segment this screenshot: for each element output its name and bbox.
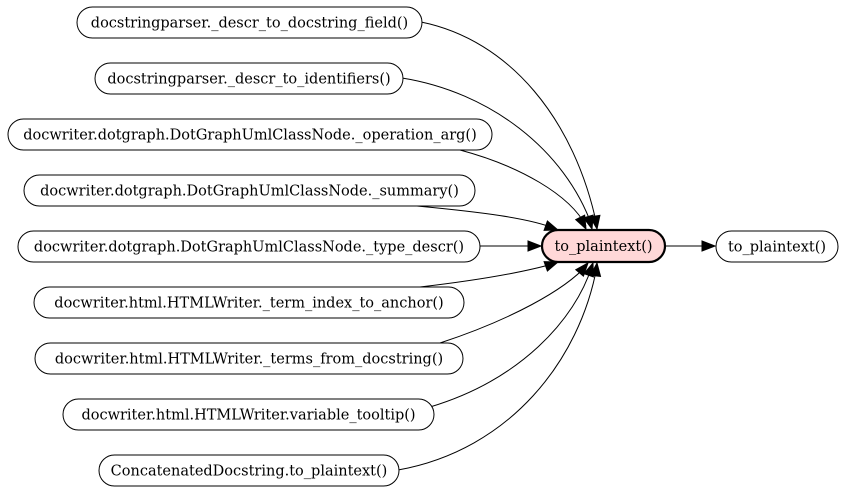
node-label: docstringparser._descr_to_identifiers() <box>107 72 390 88</box>
node-label: to_plaintext() <box>554 239 652 255</box>
node-box <box>17 230 481 263</box>
edge-c8-to-focus <box>397 261 602 471</box>
edge-c3-to-focus <box>416 205 560 231</box>
node-focus-to-plaintext[interactable]: to_plaintext() <box>540 228 667 264</box>
node-label: docstringparser._descr_to_docstring_fiel… <box>91 16 408 32</box>
edge-line <box>429 265 593 408</box>
node-box <box>7 118 493 151</box>
edge-line <box>401 77 593 227</box>
node-htmlwriter-term-index-to-anchor[interactable]: docwriter.html.HTMLWriter._term_index_to… <box>33 286 465 319</box>
arrowhead-icon <box>574 261 589 278</box>
node-label: ConcatenatedDocstring.to_plaintext() <box>111 464 388 480</box>
edge-line <box>420 21 598 227</box>
edge-focus-to-t0 <box>665 240 717 252</box>
nodes-layer: docstringparser._descr_to_docstring_fiel… <box>7 6 839 487</box>
edge-line <box>459 149 587 227</box>
arrowhead-icon <box>574 214 587 231</box>
node-concatenateddocstring-to-plaintext[interactable]: ConcatenatedDocstring.to_plaintext() <box>98 454 400 487</box>
arrowhead-icon <box>543 220 560 231</box>
node-dotgraph-type-descr[interactable]: docwriter.dotgraph.DotGraphUmlClassNode.… <box>17 230 481 263</box>
node-box <box>715 230 839 263</box>
node-label: docwriter.html.HTMLWriter._terms_from_do… <box>55 352 443 368</box>
node-htmlwriter-terms-from-docstring[interactable]: docwriter.html.HTMLWriter._terms_from_do… <box>34 342 464 375</box>
node-box <box>34 342 464 375</box>
node-label: to_plaintext() <box>728 240 826 256</box>
arrowhead-icon <box>582 214 594 231</box>
node-box <box>94 62 404 95</box>
edge-c4-to-focus <box>480 240 543 252</box>
node-label: docwriter.dotgraph.DotGraphUmlClassNode.… <box>23 128 477 144</box>
node-label: docwriter.dotgraph.DotGraphUmlClassNode.… <box>34 240 464 256</box>
edge-c2-to-focus <box>459 149 587 231</box>
arrowhead-icon <box>543 261 560 272</box>
edge-c1-to-focus <box>401 77 594 231</box>
node-box <box>540 228 667 264</box>
edge-c5-to-focus <box>419 261 560 288</box>
node-docstringparser-descr-to-identifiers[interactable]: docstringparser._descr_to_identifiers() <box>94 62 404 95</box>
edges-layer <box>397 21 717 471</box>
edge-line <box>419 262 557 288</box>
node-docstringparser-descr-to-docstring-field[interactable]: docstringparser._descr_to_docstring_fiel… <box>76 6 423 39</box>
node-box <box>62 398 435 431</box>
arrowhead-icon <box>589 261 602 278</box>
node-box <box>33 286 465 319</box>
node-label: docwriter.dotgraph.DotGraphUmlClassNode.… <box>40 184 459 200</box>
node-htmlwriter-variable-tooltip[interactable]: docwriter.html.HTMLWriter.variable_toolt… <box>62 398 435 431</box>
arrowhead-icon <box>701 240 717 252</box>
node-box <box>98 454 400 487</box>
edge-c7-to-focus <box>429 261 594 408</box>
node-callee-to-plaintext[interactable]: to_plaintext() <box>715 230 839 263</box>
node-dotgraph-operation-arg[interactable]: docwriter.dotgraph.DotGraphUmlClassNode.… <box>7 118 493 151</box>
node-label: docwriter.html.HTMLWriter.variable_toolt… <box>81 408 415 424</box>
node-box <box>76 6 423 39</box>
edge-line <box>416 205 557 230</box>
edge-line <box>397 265 598 471</box>
arrowhead-icon <box>527 240 543 252</box>
node-dotgraph-summary[interactable]: docwriter.dotgraph.DotGraphUmlClassNode.… <box>23 174 476 207</box>
node-label: docwriter.html.HTMLWriter._term_index_to… <box>54 296 443 312</box>
edge-line <box>439 264 588 344</box>
node-box <box>23 174 476 207</box>
edge-c6-to-focus <box>439 261 589 344</box>
